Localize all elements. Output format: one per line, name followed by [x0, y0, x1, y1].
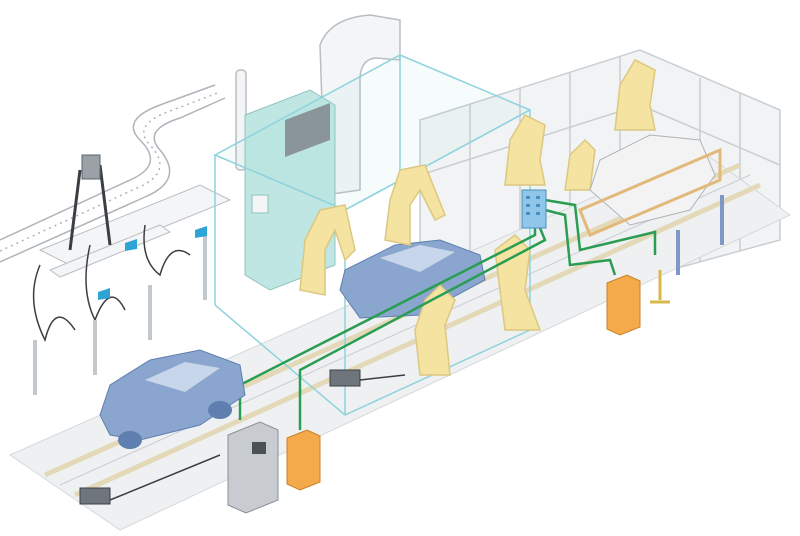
- network-cable: [238, 198, 657, 430]
- io-station: [286, 274, 641, 491]
- control-cabinet: [227, 421, 279, 514]
- sensor-icon: [98, 226, 207, 300]
- cable-tray: [0, 84, 226, 263]
- tool-gantry: [32, 154, 232, 395]
- conveyor-drive: [79, 369, 406, 505]
- car-front: [99, 349, 246, 449]
- robot-arm: [299, 59, 656, 376]
- network-junction-box: [521, 189, 547, 229]
- sensor-stand: [650, 270, 670, 304]
- light-curtain: [676, 195, 724, 275]
- car-body-shell: [578, 134, 722, 237]
- cable-drop-box: [81, 154, 101, 180]
- exhaust-duct: [235, 14, 401, 196]
